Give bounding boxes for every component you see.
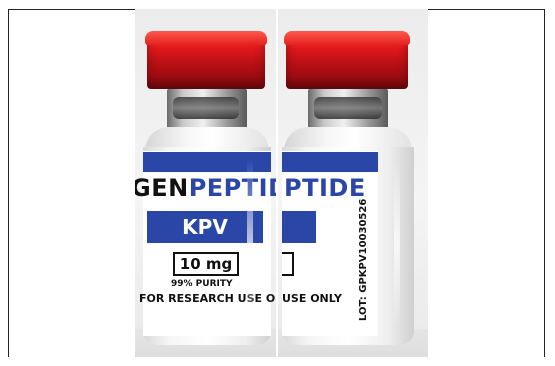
glass-highlight bbox=[394, 159, 400, 329]
research-use-fragment: USE ONLY bbox=[282, 292, 343, 305]
glass-highlight bbox=[247, 159, 253, 329]
dose-box-edge bbox=[282, 252, 294, 276]
brand-prefix: GEN bbox=[135, 174, 189, 202]
lot-number: LOT: GPKPV10030526 bbox=[358, 198, 369, 321]
vial-photo-front: GENPEPTIDE KPV 10 mg 99% PURITY FOR RESE… bbox=[135, 9, 276, 357]
vial-powder bbox=[173, 97, 239, 119]
brand-name-fragment: PTIDE bbox=[284, 174, 366, 202]
label-stripe bbox=[143, 152, 271, 172]
brand-main: PEPTIDE bbox=[188, 174, 276, 202]
product-name: KPV bbox=[182, 215, 228, 239]
label-stripe bbox=[282, 152, 378, 172]
brand-name: GENPEPTIDE bbox=[135, 174, 276, 202]
red-cap-top bbox=[284, 31, 410, 45]
dose-box: 10 mg bbox=[173, 252, 239, 276]
product-name-box: KPV bbox=[147, 211, 263, 243]
research-use-text: FOR RESEARCH USE ONLY bbox=[139, 292, 276, 305]
purity-text: 99% PURITY bbox=[171, 279, 233, 289]
vial-photo-side: PTIDE USE ONLY LOT: GPKPV10030526 bbox=[278, 9, 428, 357]
vial-label bbox=[282, 151, 378, 336]
vial-powder bbox=[314, 97, 382, 119]
product-name-box-edge bbox=[282, 211, 316, 243]
red-cap-top bbox=[145, 31, 267, 45]
dose: 10 mg bbox=[179, 255, 233, 273]
photo-divider bbox=[276, 9, 278, 357]
